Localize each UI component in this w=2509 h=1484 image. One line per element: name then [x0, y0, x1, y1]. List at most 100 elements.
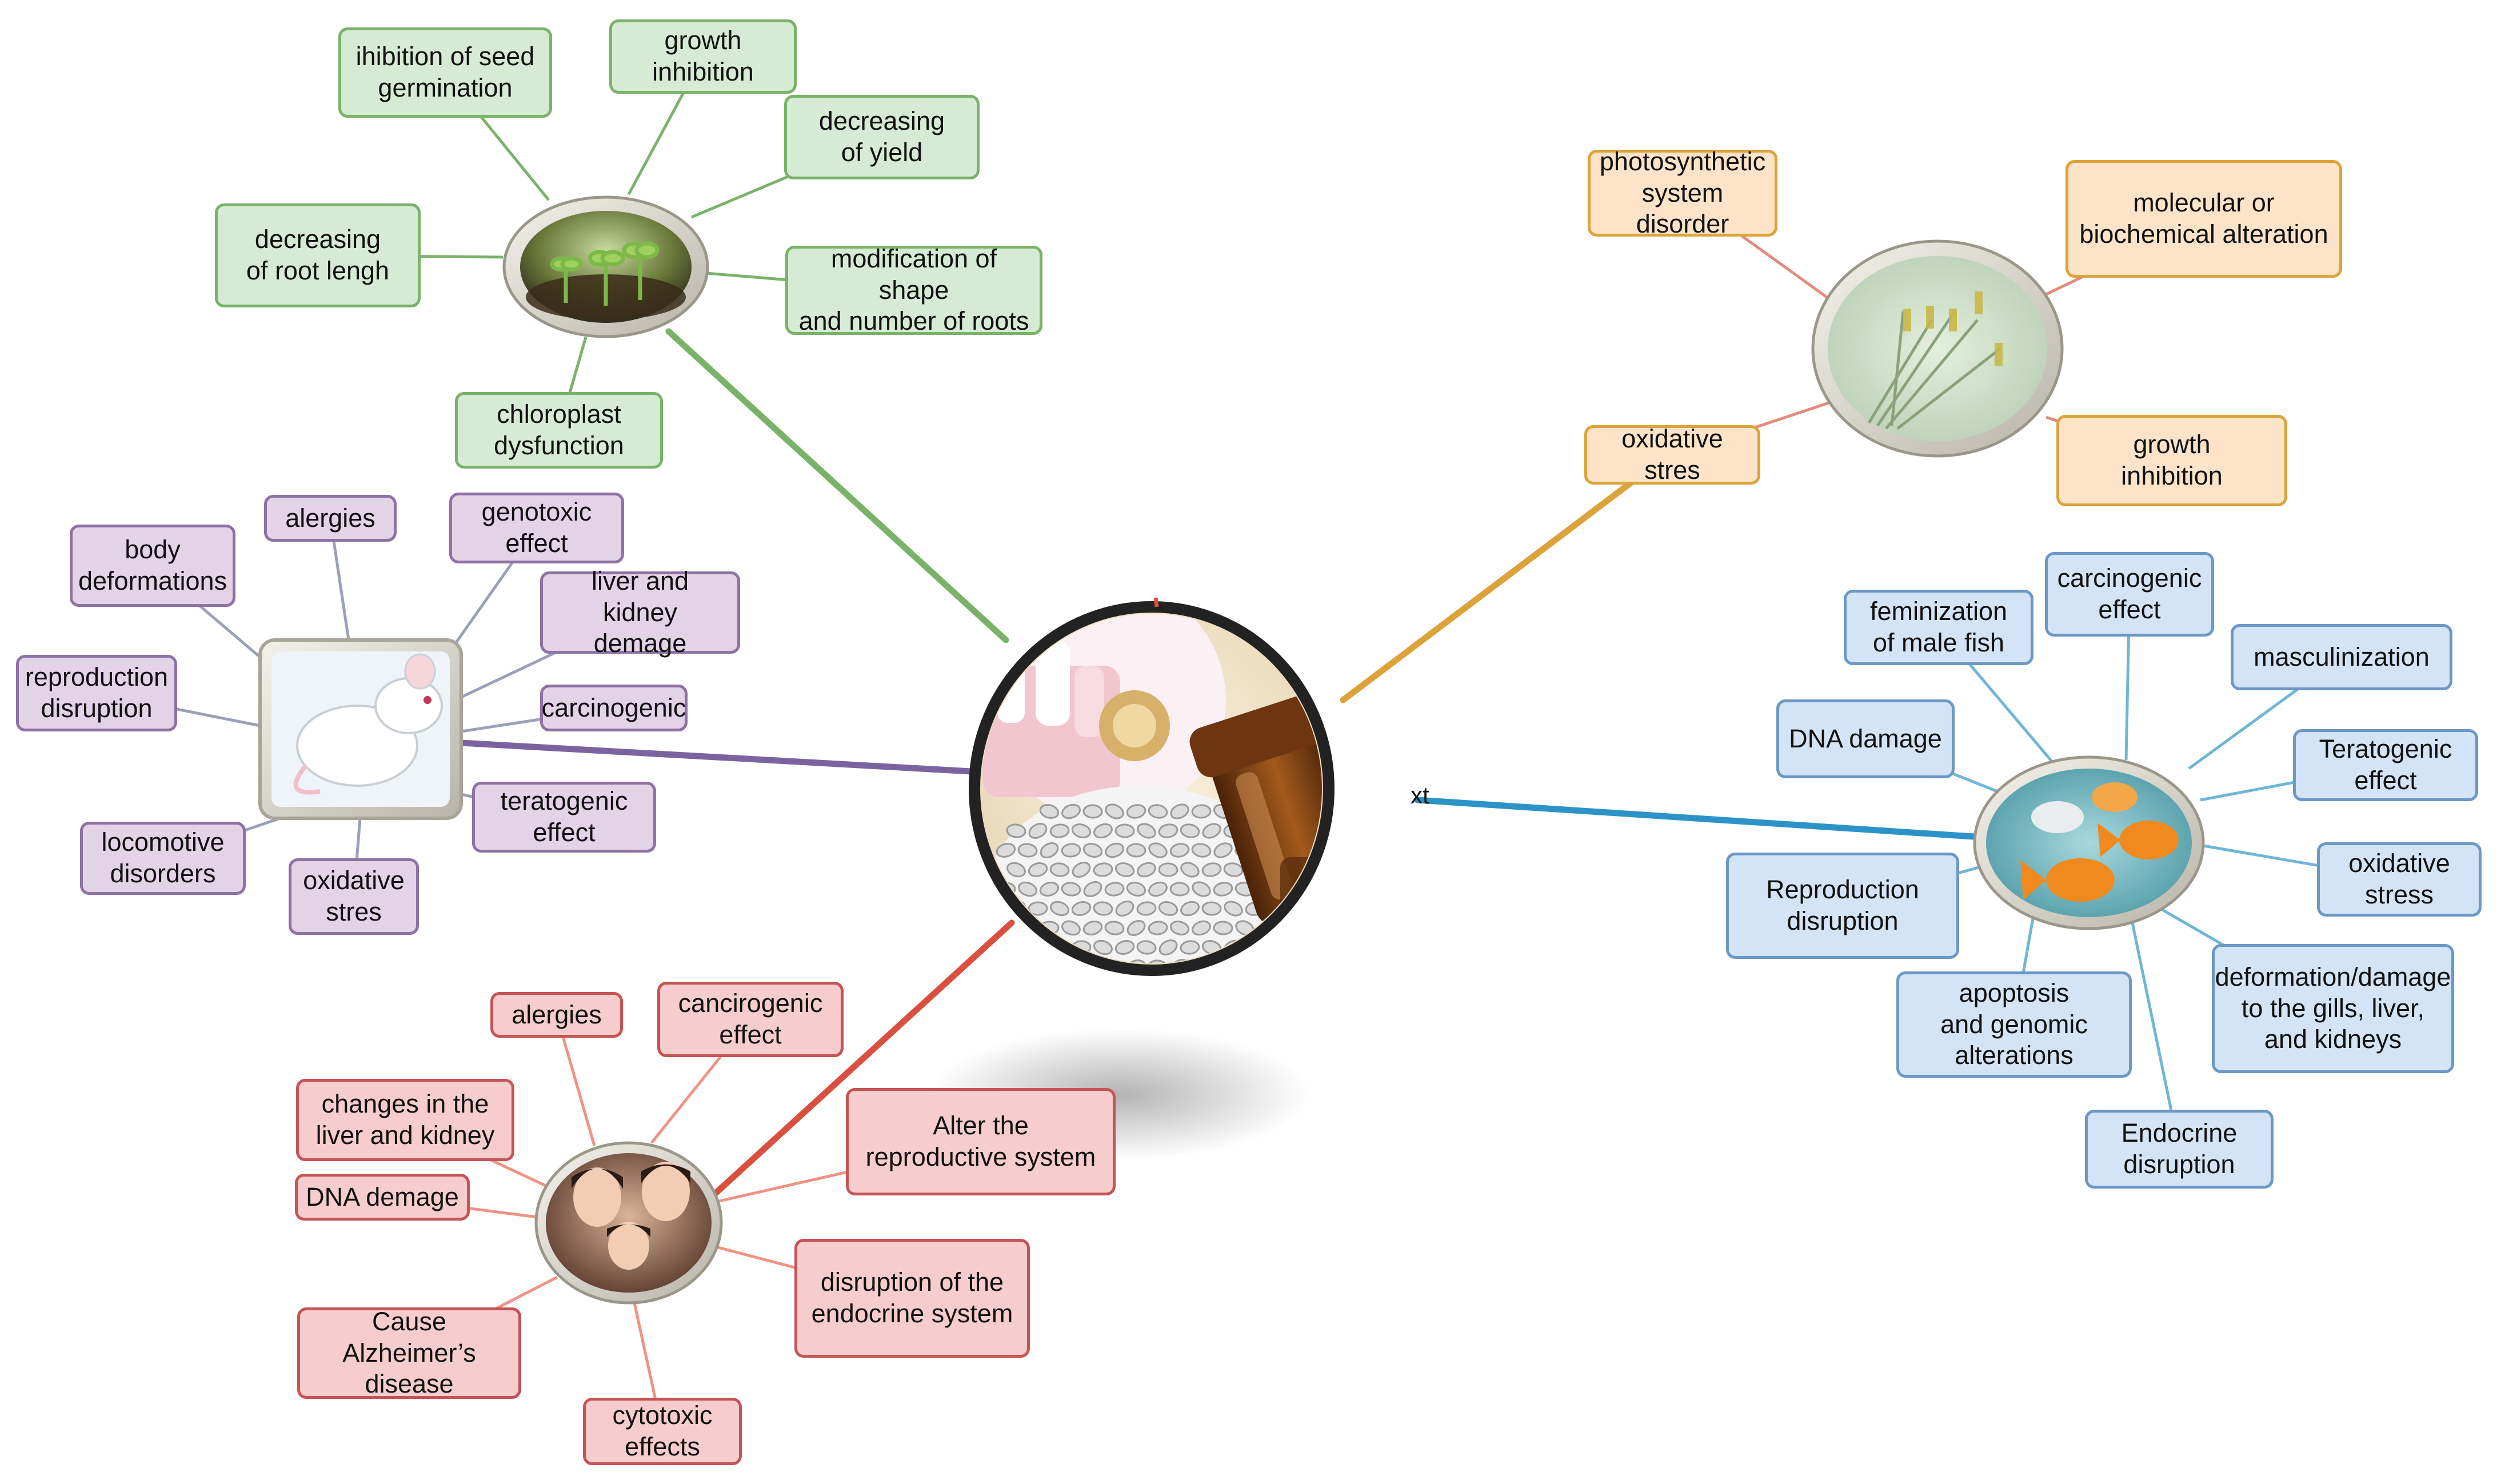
pill [1158, 823, 1178, 838]
pill [1148, 842, 1168, 858]
pill [1158, 901, 1178, 916]
node-fish-3[interactable]: DNA damage [1776, 699, 1955, 778]
pill [1061, 843, 1081, 858]
pill [1061, 882, 1081, 897]
branch-fish [1414, 797, 1985, 841]
pill [1126, 920, 1146, 936]
node-plants-3[interactable]: modification of shape and number of root… [785, 244, 1042, 335]
pill [1192, 881, 1211, 897]
node-fish-0[interactable]: feminization of male fish [1844, 590, 2033, 665]
pill [1169, 921, 1190, 935]
node-rodents-0[interactable]: body deformations [70, 525, 235, 607]
node-humans-5[interactable]: disruption of the endocrine system [794, 1239, 1030, 1358]
node-rodents-3[interactable]: liver and kidney demage [540, 566, 740, 658]
node-fish-7[interactable]: apoptosis and genomic alterations [1896, 971, 2132, 1078]
pill [1114, 940, 1135, 955]
node-plants-1[interactable]: growth inhibition [609, 19, 797, 94]
pill [1136, 901, 1157, 916]
pill [1040, 842, 1059, 858]
pill [1017, 959, 1038, 963]
node-humans-2[interactable]: changes in the liver and kidney [296, 1079, 514, 1161]
node-algae-1[interactable]: molecular or biochemical alteration [2065, 160, 2342, 278]
pill [1213, 842, 1233, 858]
pill [1028, 823, 1048, 839]
center-stray-text: xt [1411, 782, 1429, 809]
pill [1006, 823, 1026, 838]
pill [1083, 881, 1102, 897]
pill [1006, 862, 1026, 878]
node-fish-2[interactable]: masculinization [2231, 624, 2452, 690]
pill [1093, 939, 1113, 955]
pill [1105, 803, 1124, 819]
algae-microscope-photo-icon [1828, 256, 2047, 441]
pill [1213, 882, 1233, 897]
node-rodents-6[interactable]: oxidative stres [289, 858, 419, 935]
node-fish-6[interactable]: Reproduction disruption [1726, 853, 1959, 959]
center-node[interactable] [969, 580, 1392, 1003]
node-humans-1[interactable]: cancirogenic effect [657, 982, 844, 1057]
node-humans-6[interactable]: Cause Alzheimer’s disease [297, 1307, 521, 1399]
pill [1191, 804, 1212, 819]
hub-fish[interactable] [1973, 755, 2205, 930]
hub-algae[interactable] [1811, 239, 2064, 458]
pill [1169, 882, 1190, 897]
node-rodents-8[interactable]: reproduction disruption [16, 655, 177, 731]
pill [1071, 901, 1092, 916]
node-fish-9[interactable]: Endocrine disruption [2085, 1110, 2274, 1189]
branch-rodents [458, 739, 975, 775]
hub-plants[interactable] [502, 195, 709, 338]
pill [1223, 862, 1244, 877]
pill [1105, 842, 1124, 858]
node-algae-2[interactable]: oxidative stres [1584, 424, 1760, 485]
node-humans-4[interactable]: DNA demage [295, 1174, 470, 1221]
branch-plants [665, 328, 1009, 643]
hub-rodents[interactable] [258, 638, 463, 820]
pill [1202, 823, 1221, 839]
pill [1114, 823, 1135, 838]
node-humans-3[interactable]: Alter the reproductive system [846, 1088, 1116, 1195]
pill [1049, 862, 1070, 877]
node-fish-5[interactable]: oxidative stress [2317, 842, 2482, 917]
pill [1028, 940, 1048, 955]
node-plants-4[interactable]: chloroplast dysfunction [455, 392, 663, 469]
pill [1114, 862, 1135, 877]
pill [1104, 921, 1125, 935]
node-plants-5[interactable]: decreasing of root lengh [215, 203, 421, 307]
node-fish-4[interactable]: Teratogenic effect [2293, 729, 2478, 801]
hub-humans[interactable] [534, 1141, 723, 1305]
pill [1115, 901, 1134, 917]
node-rodents-4[interactable]: carcinogenic [540, 685, 688, 731]
pill [1050, 901, 1069, 917]
node-rodents-5[interactable]: teratogenic effect [472, 782, 656, 853]
node-fish-1[interactable]: carcinogenic effect [2045, 552, 2214, 637]
node-humans-0[interactable]: alergies [490, 992, 623, 1038]
node-algae-3[interactable]: growth inhibition [2056, 415, 2287, 506]
pill [1148, 921, 1168, 935]
pill [1093, 901, 1113, 916]
pill [1148, 959, 1168, 963]
pill [1104, 882, 1125, 897]
pill [1028, 862, 1048, 877]
node-fish-8[interactable]: deformation/damage to the gills, liver, … [2212, 944, 2454, 1073]
pill [1158, 862, 1178, 877]
pill [1018, 881, 1037, 897]
branch-humans [711, 919, 1015, 1198]
pill [1224, 901, 1243, 917]
pill [1071, 823, 1092, 838]
node-plants-2[interactable]: decreasing of yield [784, 95, 980, 179]
pill [1082, 843, 1103, 858]
node-rodents-1[interactable]: alergies [264, 495, 397, 542]
node-humans-7[interactable]: cytotoxic effects [583, 1398, 742, 1465]
pill [1126, 959, 1146, 963]
node-plants-0[interactable]: ihibition of seed germination [338, 27, 552, 118]
pill [1061, 803, 1081, 819]
node-rodents-2[interactable]: genotoxic effect [449, 493, 624, 563]
node-rodents-7[interactable]: locomotive disorders [80, 822, 246, 895]
pill [1180, 940, 1200, 955]
pill [1180, 823, 1200, 838]
node-algae-0[interactable]: photosynthetic system disorder [1588, 147, 1777, 238]
pill [1093, 862, 1113, 877]
pill [1061, 920, 1081, 936]
